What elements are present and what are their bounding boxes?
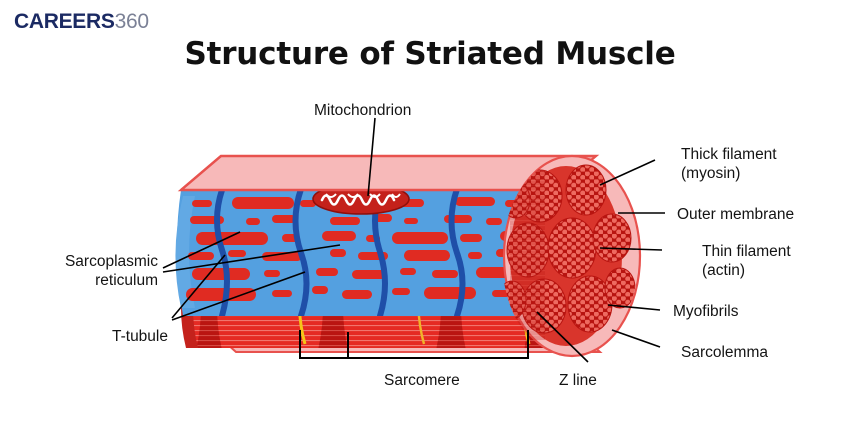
label-t-tubule: T-tubule bbox=[112, 328, 168, 345]
leader-thick-filament bbox=[599, 159, 656, 186]
leader-sarcolemma bbox=[611, 329, 661, 348]
leader-mitochondrion bbox=[367, 117, 376, 197]
fiber-cross-section bbox=[502, 154, 642, 358]
label-thick-filament-line1: Thick filament bbox=[681, 146, 777, 163]
label-thick-filament-line2: (myosin) bbox=[681, 165, 740, 182]
logo-text-careers: CAREERS bbox=[14, 10, 115, 33]
careers360-logo: CAREERS360 bbox=[14, 11, 149, 32]
label-myofibrils: Myofibrils bbox=[673, 303, 739, 320]
label-sarcolemma: Sarcolemma bbox=[681, 344, 768, 361]
label-sarcoplasmic-reticulum-line1: Sarcoplasmic bbox=[65, 253, 158, 270]
leader-sr-1 bbox=[162, 231, 241, 269]
leader-thin-filament bbox=[599, 247, 663, 251]
leader-lines bbox=[162, 117, 665, 363]
sarcomere-bracket bbox=[299, 330, 529, 359]
leader-myofibrils bbox=[607, 304, 661, 311]
label-mitochondrion: Mitochondrion bbox=[314, 102, 411, 119]
leader-ttubule-1 bbox=[171, 254, 226, 319]
page-title: Structure of Striated Muscle bbox=[184, 36, 676, 72]
outer-membrane-top bbox=[177, 154, 600, 192]
leader-ttubule-2 bbox=[171, 271, 306, 321]
muscle-fiber-illustration bbox=[175, 154, 642, 358]
leader-sr-2 bbox=[162, 244, 341, 273]
label-sarcoplasmic-reticulum-line2: reticulum bbox=[95, 272, 158, 289]
sarcoplasmic-reticulum-region bbox=[175, 183, 547, 316]
label-outer-membrane: Outer membrane bbox=[677, 206, 794, 223]
diagram-labels: Mitochondrion Sarcoplasmic reticulum T-t… bbox=[65, 102, 794, 389]
logo-text-360: 360 bbox=[114, 10, 149, 33]
leader-z-line bbox=[536, 311, 589, 363]
label-thin-filament-line1: Thin filament bbox=[702, 243, 791, 260]
label-z-line: Z line bbox=[559, 372, 597, 389]
label-sarcomere: Sarcomere bbox=[384, 372, 460, 389]
label-thin-filament-line2: (actin) bbox=[702, 262, 745, 279]
